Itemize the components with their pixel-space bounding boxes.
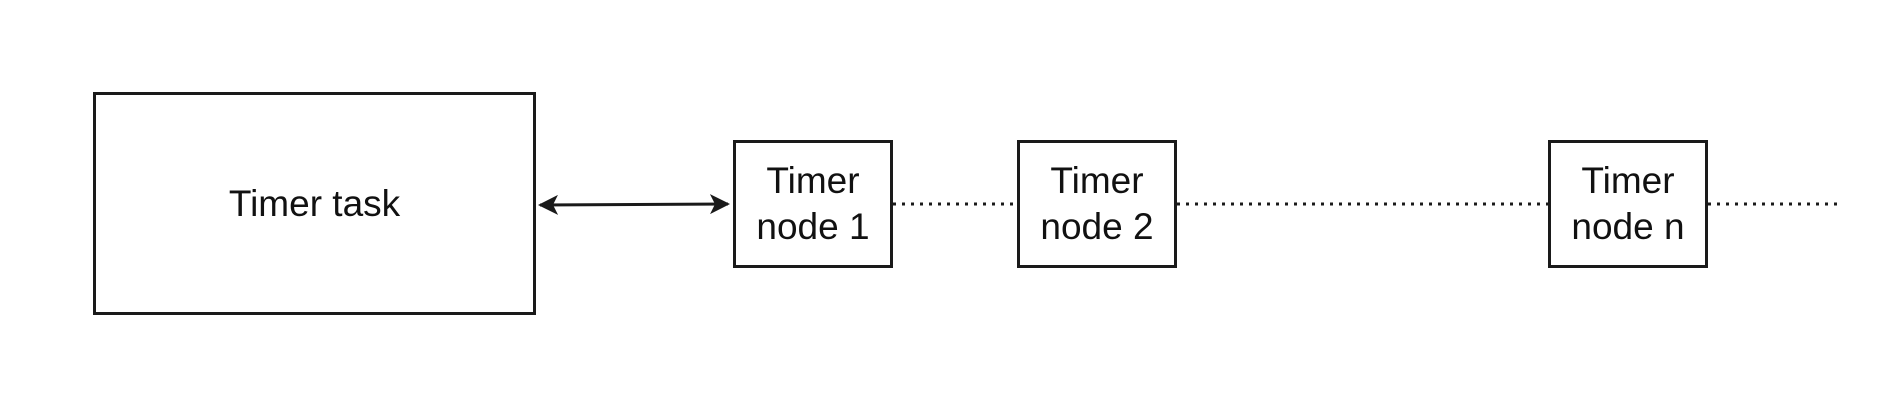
timer-node-2-label: Timer node 2 [1040, 160, 1154, 247]
timer-task-box: Timer task [93, 92, 536, 315]
timer-node-n-label: Timer node n [1571, 160, 1685, 247]
timer-node-2-box: Timer node 2 [1017, 140, 1177, 268]
bidirectional-arrow [538, 194, 730, 215]
timer-node-1-label: Timer node 1 [756, 160, 870, 247]
timer-node-n-box: Timer node n [1548, 140, 1708, 268]
timer-node-1-box: Timer node 1 [733, 140, 893, 268]
timer-task-label: Timer task [228, 182, 401, 224]
